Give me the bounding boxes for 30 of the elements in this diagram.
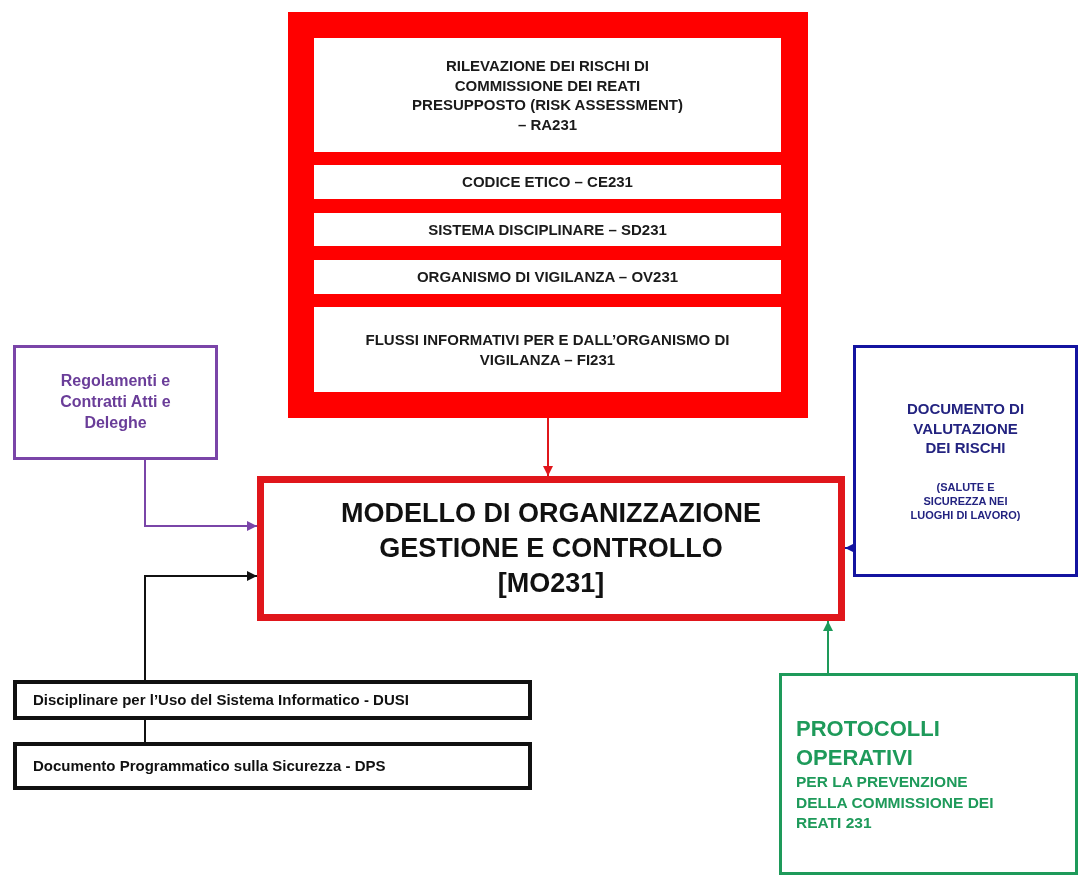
box-title: PROTOCOLLI OPERATIVI [796,715,941,772]
text-box [779,673,1078,875]
box-title: FLUSSI INFORMATIVI PER E DALL’ORGANISMO DI VIGILANZA – FI231 [364,330,731,369]
box-subtitle: PER LA PREVENZIONE DELLA COMMISSIONE DEI REATI 231 [796,772,995,833]
text-box [314,307,781,392]
text-box [257,476,845,621]
text-box [13,742,532,790]
text-box [314,165,781,199]
text-box [13,680,532,720]
box-title: Documento Programmatico sulla Sicurezza - DPS [33,756,386,776]
text-box [314,260,781,294]
box-title: CODICE ETICO – CE231 [462,172,633,192]
text-box [314,38,781,152]
arrow [823,620,833,674]
box-title: SISTEMA DISCIPLINARE – SD231 [428,219,667,240]
box-title: RILEVAZIONE DEI RISCHI DI COMMISSIONE DEI REATI PRESUPPOSTO (RISK ASSESSMENT) – RA231 [411,56,684,134]
text-box [13,345,218,460]
box-title: DOCUMENTO DI VALUTAZIONE DEI RISCHI [906,399,1025,458]
box-title: MODELLO DI ORGANIZZAZIONE GESTIONE E CONTROLLO [MO231] [340,496,762,601]
arrow [144,459,258,531]
box-title: Disciplinare per l’Uso del Sistema Informatico - DUSI [33,690,409,710]
arrow [543,417,553,477]
process-box [288,12,808,418]
text-box [314,213,781,246]
arrow [144,571,258,681]
text-box [853,345,1078,577]
arrow [844,543,855,553]
box-subtitle: (SALUTE E SICUREZZA NEI LUOGHI DI LAVORO) [909,479,1022,523]
box-title: Regolamenti e Contratti Atti e Deleghe [59,371,172,433]
box-title: ORGANISMO DI VIGILANZA – OV231 [416,267,679,287]
